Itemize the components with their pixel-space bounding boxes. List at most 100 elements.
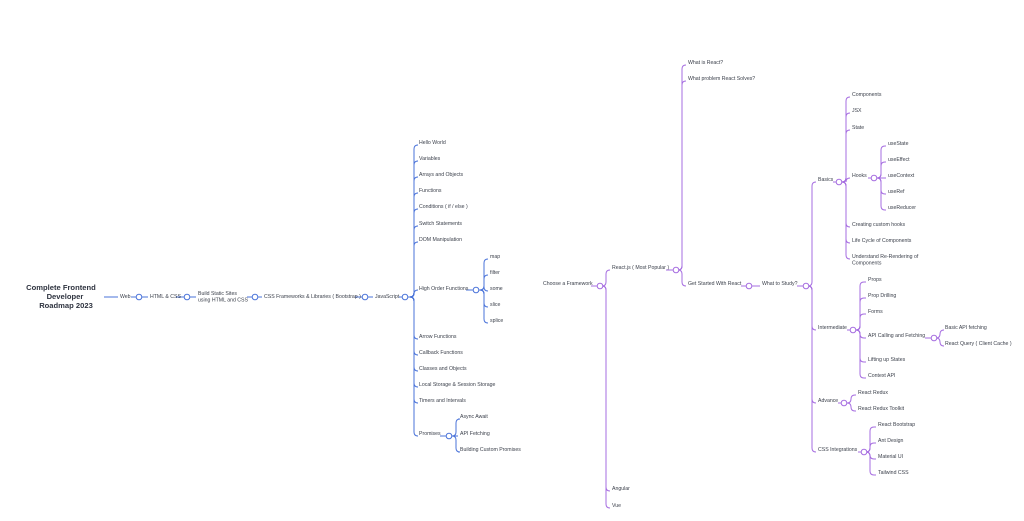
node-promises[interactable]: Promises: [419, 431, 441, 437]
node-map[interactable]: map: [490, 254, 500, 260]
intermediate-branch-curve: [859, 313, 865, 319]
node-basics[interactable]: Basics: [818, 177, 834, 183]
intermediate-branch-curve: [855, 325, 861, 331]
css-frameworks-collapse-icon[interactable]: [361, 293, 369, 301]
node-arrow[interactable]: Arrow Functions: [419, 334, 457, 340]
node-context-api[interactable]: Context API: [868, 373, 895, 379]
choose-framework-collapse-icon[interactable]: [596, 282, 604, 290]
basics-collapse-icon[interactable]: [835, 178, 843, 186]
node-tailwind[interactable]: Tailwind CSS: [878, 470, 909, 476]
root-title[interactable]: Complete Frontend Developer Roadmap 2023: [26, 283, 98, 310]
node-build-static-sites[interactable]: Build Static Sites using HTML and CSS: [198, 291, 249, 304]
cssint-branch-curve: [869, 454, 875, 460]
node-some[interactable]: some: [490, 286, 503, 292]
node-html-css[interactable]: HTML & CSS: [150, 294, 181, 300]
js-branch-curve: [413, 241, 419, 247]
node-async-await[interactable]: Async Await: [460, 414, 488, 420]
node-react-bootstrap[interactable]: React Bootstrap: [878, 422, 915, 428]
node-state[interactable]: State: [852, 125, 864, 131]
api-calling-collapse-icon[interactable]: [930, 334, 938, 342]
advance-collapse-icon[interactable]: [840, 399, 848, 407]
hooks-branch-curve: [880, 145, 886, 151]
mindmap-edges: [104, 64, 945, 509]
node-classes[interactable]: Classes and Objects: [419, 366, 467, 372]
node-life-cycle[interactable]: Life Cycle of Components: [852, 238, 912, 244]
intermediate-collapse-icon[interactable]: [849, 326, 857, 334]
node-ant-design[interactable]: Ant Design: [878, 438, 903, 444]
what-to-study-collapse-icon[interactable]: [802, 282, 810, 290]
node-api-fetching[interactable]: API Fetching: [460, 431, 490, 437]
node-arrays-objects[interactable]: Arrays and Objects: [419, 172, 464, 178]
advance-branch-curve: [846, 402, 852, 408]
web-collapse-icon[interactable]: [135, 293, 143, 301]
node-building-custom-promises[interactable]: Building Custom Promises: [460, 447, 521, 453]
basics-branch-curve: [841, 177, 847, 183]
node-forms[interactable]: Forms: [868, 309, 883, 315]
node-material-ui[interactable]: Material UI: [878, 454, 903, 460]
js-branch-curve: [413, 382, 419, 388]
build-static-collapse-icon[interactable]: [251, 293, 259, 301]
node-filter[interactable]: filter: [490, 270, 500, 276]
node-api-calling[interactable]: API Calling and Fetching: [868, 333, 925, 339]
node-useeffect[interactable]: useEffect: [888, 157, 910, 163]
node-timers[interactable]: Timers and Intervals: [419, 398, 466, 404]
node-css-frameworks[interactable]: CSS Frameworks & Libraries ( Bootstrap ): [264, 294, 361, 300]
node-variables[interactable]: Variables: [419, 156, 441, 162]
promises-collapse-icon[interactable]: [445, 432, 453, 440]
api-branch-curve: [939, 341, 945, 347]
node-intermediate[interactable]: Intermediate: [818, 325, 847, 331]
node-react-query[interactable]: React Query ( Client Cache ): [945, 341, 1012, 347]
javascript-collapse-icon[interactable]: [401, 293, 409, 301]
basics-branch-curve: [845, 238, 851, 244]
css-integrations-collapse-icon[interactable]: [860, 448, 868, 456]
node-functions[interactable]: Functions: [419, 188, 442, 194]
node-advance[interactable]: Advance: [818, 398, 838, 404]
node-react-redux[interactable]: React Redux: [858, 390, 888, 396]
node-switch[interactable]: Switch Statements: [419, 221, 462, 227]
node-conditions[interactable]: Conditions ( if / else ): [419, 204, 468, 210]
node-rerendering[interactable]: Understand Re-Rendering of Components: [852, 254, 920, 267]
node-dom[interactable]: DOM Manipulation: [419, 237, 462, 243]
node-what-is-react[interactable]: What is React?: [688, 60, 723, 66]
node-lifting-state[interactable]: Lifting up States: [868, 357, 906, 363]
node-get-started[interactable]: Get Started With React: [688, 281, 742, 287]
node-splice[interactable]: splice: [490, 318, 503, 324]
node-hooks[interactable]: Hooks: [852, 173, 867, 179]
study-branch-curve: [811, 325, 817, 331]
study-branch-curve: [811, 398, 817, 404]
node-components[interactable]: Components: [852, 92, 882, 98]
node-custom-hooks[interactable]: Creating custom hooks: [852, 222, 905, 228]
react-collapse-icon[interactable]: [672, 266, 680, 274]
js-branch-curve: [413, 334, 419, 340]
hooks-collapse-icon[interactable]: [870, 174, 878, 182]
node-hello-world[interactable]: Hello World: [419, 140, 446, 146]
node-what-problem[interactable]: What problem React Solves?: [688, 76, 755, 82]
node-callback[interactable]: Callback Functions: [419, 350, 463, 356]
node-hof[interactable]: High Order Functions: [419, 286, 469, 292]
html-css-collapse-icon[interactable]: [183, 293, 191, 301]
node-react-redux-toolkit[interactable]: React Redux Toolkit: [858, 406, 905, 412]
node-vue[interactable]: Vue: [612, 503, 621, 509]
basics-branch-curve: [845, 254, 851, 260]
node-usecontext[interactable]: useContext: [888, 173, 915, 179]
node-choose-framework[interactable]: Choose a Framework: [543, 281, 593, 287]
node-slice[interactable]: slice: [490, 302, 500, 308]
hof-collapse-icon[interactable]: [472, 286, 480, 294]
node-javascript[interactable]: JavaScript: [375, 294, 400, 300]
node-useref[interactable]: useRef: [888, 189, 905, 195]
node-usestate[interactable]: useState: [888, 141, 909, 147]
node-storage[interactable]: Local Storage & Session Storage: [419, 382, 496, 388]
node-jsx[interactable]: JSX: [852, 108, 862, 114]
node-prop-drilling[interactable]: Prop Drilling: [868, 293, 896, 299]
node-props[interactable]: Props: [868, 277, 882, 283]
node-react[interactable]: React.js ( Most Popular ): [612, 265, 669, 271]
get-started-collapse-icon[interactable]: [745, 282, 753, 290]
node-angular[interactable]: Angular: [612, 486, 630, 492]
basics-branch-curve: [841, 181, 847, 187]
node-usereducer[interactable]: useReducer: [888, 205, 916, 211]
js-branch-curve: [413, 176, 419, 182]
node-what-to-study[interactable]: What to Study?: [762, 281, 798, 287]
node-web[interactable]: Web: [120, 294, 131, 300]
node-css-integrations[interactable]: CSS Integrations: [818, 447, 858, 453]
node-basic-api-fetching[interactable]: Basic API fetching: [945, 325, 987, 331]
